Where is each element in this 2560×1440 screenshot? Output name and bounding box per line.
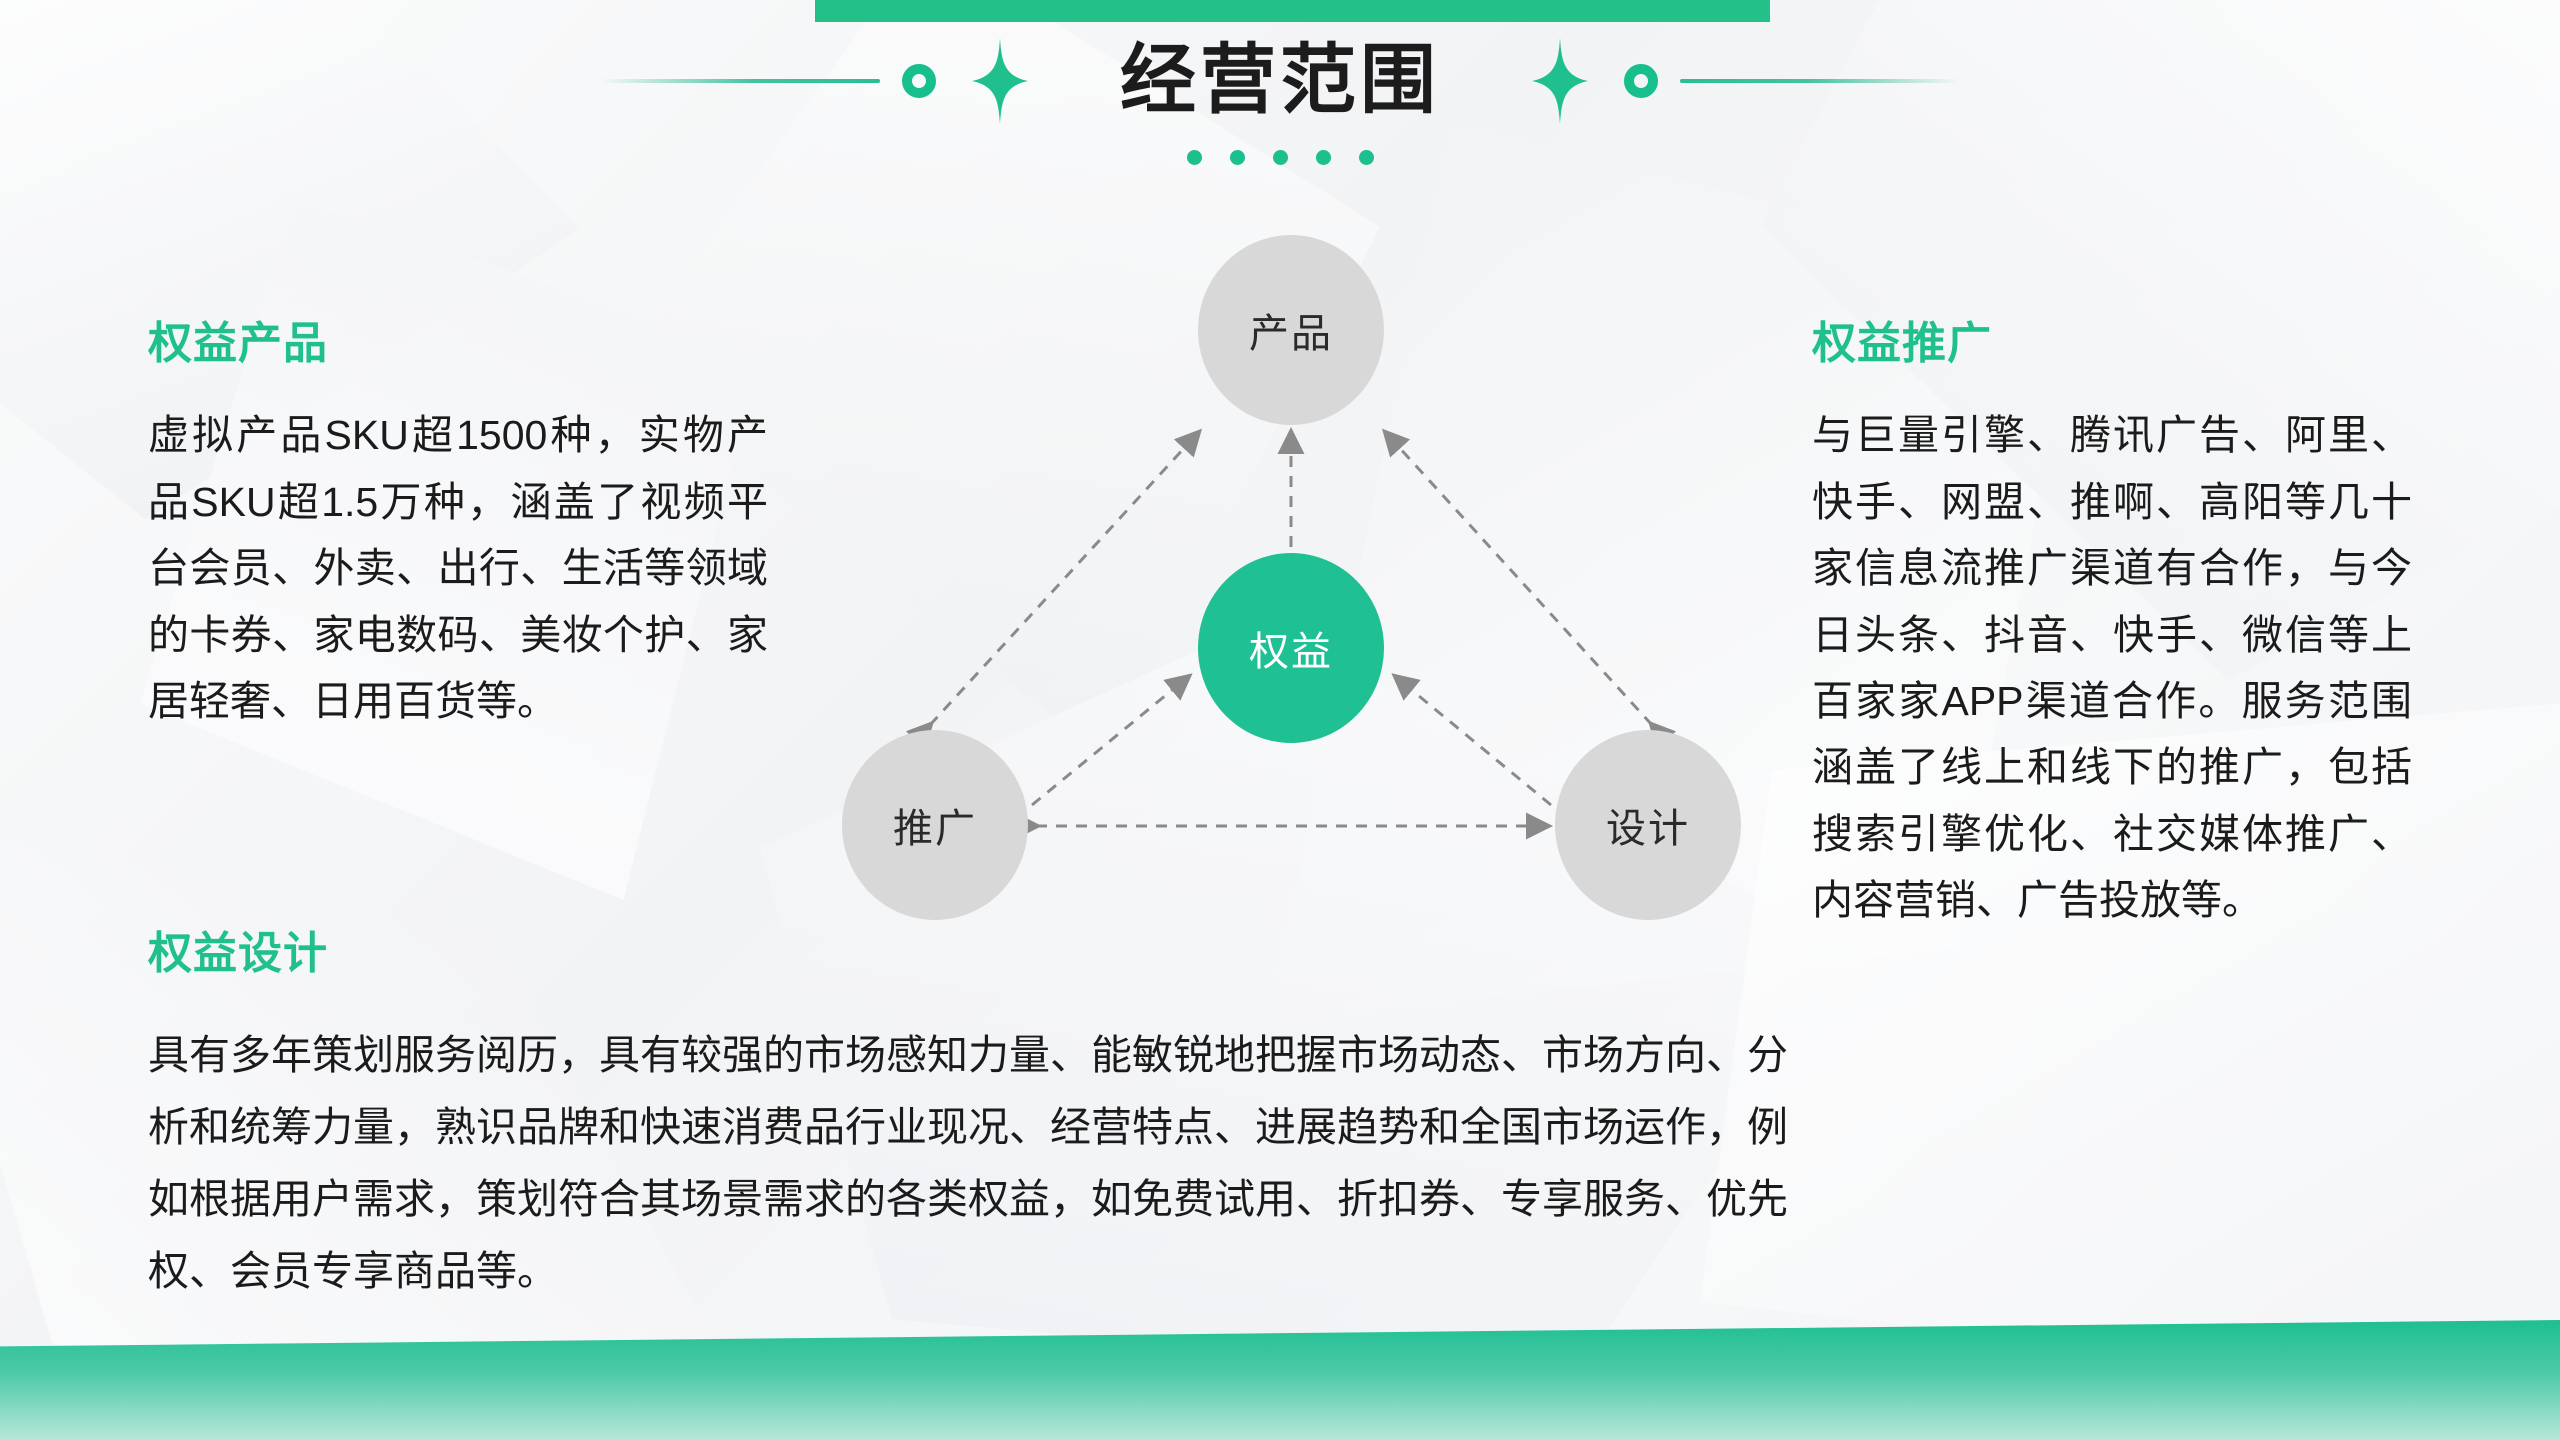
diagram-node-design-label: 设计 [1606,807,1690,851]
section-body-benefit-design: 具有多年策划服务阅历，具有较强的市场感知力量、能敏锐地把握市场动态、市场方向、分… [148,1032,1788,1294]
ring-icon [902,64,936,98]
section-heading-benefit-design: 权益设计 [148,929,328,978]
diagram-node-product-label: 产品 [1249,312,1333,356]
title-row: 经营范围 [0,38,2560,124]
relationship-diagram: 产品 权益 推广 设计 [820,225,1770,955]
title-dots [0,150,2560,165]
section-body-benefit-promotion: 与巨量引擎、腾讯广告、阿里、快手、网盟、推啊、高阳等几十家信息流推广渠道有合作，… [1812,412,2412,924]
ring-icon [1624,64,1658,98]
sparkle-icon [1532,38,1588,124]
title-area: 经营范围 [0,38,2560,188]
connector-promotion-product [905,428,1203,750]
title-dot [1229,150,1245,165]
section-body-benefit-product: 虚拟产品SKU超1500种，实物产品SKU超1.5万种，涵盖了视频平台会员、外卖… [148,412,768,725]
connector-promotion-center [1031,673,1193,807]
section-heading-benefit-product: 权益产品 [148,319,328,368]
diagram-connectors [905,427,1677,840]
diagram-node-design[interactable]: 设计 [1555,730,1741,920]
section-benefit-design: 权益设计 具有多年策划服务阅历，具有较强的市场感知力量、能敏锐地把握市场动态、市… [148,929,1788,1307]
connector-design-center [1391,673,1552,807]
page-title: 经营范围 [1120,38,1440,123]
top-accent-bar [815,0,1770,22]
diagram-node-promotion[interactable]: 推广 [842,730,1028,920]
section-heading-benefit-promotion: 权益推广 [1812,319,1992,368]
title-dot [1272,150,1288,165]
diagram-node-center[interactable]: 权益 [1198,553,1384,743]
connector-design-product [1381,428,1677,750]
section-benefit-promotion: 权益推广 与巨量引擎、腾讯广告、阿里、快手、网盟、推啊、高阳等几十家信息流推广渠… [1812,319,2412,934]
diagram-node-center-label: 权益 [1249,630,1333,674]
section-benefit-product: 权益产品 虚拟产品SKU超1500种，实物产品SKU超1.5万种，涵盖了视频平台… [148,319,768,734]
title-dot [1186,150,1202,165]
sparkle-icon [972,38,1028,124]
diagram-node-product[interactable]: 产品 [1198,235,1384,425]
title-dot [1358,150,1374,165]
divider-line-icon [600,79,880,83]
title-dot [1315,150,1331,165]
diagram-node-promotion-label: 推广 [893,807,977,851]
divider-line-icon [1680,79,1960,83]
